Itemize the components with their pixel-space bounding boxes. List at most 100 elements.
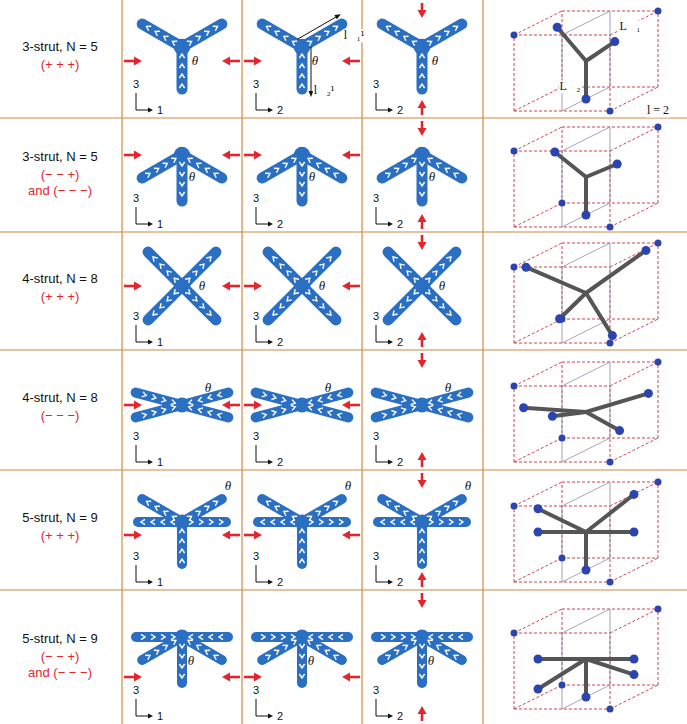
polarization-arrow: [214, 655, 219, 660]
polarization-arrow: [419, 74, 424, 78]
load-arrow: [244, 534, 255, 537]
node-dot: [534, 685, 543, 694]
node-dot: [608, 331, 617, 340]
polarization-arrow: [432, 296, 437, 301]
polarization-arrow: [334, 655, 339, 660]
strut: [302, 155, 342, 178]
polarization-arrow: [339, 519, 343, 524]
strut-cell: [124, 499, 240, 585]
polarization-arrow: [198, 397, 203, 402]
arrow-head: [418, 332, 427, 340]
axis-arrow: [376, 110, 389, 111]
row-separator: [0, 117, 687, 118]
strut-cell: [124, 147, 240, 227]
strut-cell: [376, 121, 462, 229]
polarization-arrow: [275, 31, 280, 36]
cell-edge: [658, 482, 659, 558]
polarization-arrow: [382, 392, 387, 397]
polarization-arrow: [305, 289, 310, 294]
polarization-arrow: [458, 413, 463, 418]
angle-label: θ: [428, 654, 434, 668]
cell-edge: [514, 267, 515, 343]
strut-3d: [586, 164, 617, 177]
axis-arrow: [256, 342, 269, 343]
load-arrow: [229, 404, 240, 407]
polarization-arrow: [271, 519, 275, 524]
load-arrow: [421, 353, 424, 361]
row-separator: [0, 469, 687, 470]
strut: [136, 405, 182, 417]
axis-arrow: [376, 582, 389, 583]
polarization-arrow: [401, 634, 405, 639]
axis-label: 2: [277, 576, 283, 588]
polarization-arrow: [428, 640, 433, 645]
polarization-arrow: [401, 397, 406, 402]
angle-label: θ: [189, 170, 195, 184]
node-dot: [511, 32, 518, 39]
arrow-head: [222, 673, 230, 682]
polarization-arrow: [153, 310, 158, 315]
arrow-head: [418, 242, 427, 250]
polarization-arrow: [307, 41, 312, 46]
arrow-head: [148, 340, 153, 345]
polarization-arrow: [317, 645, 322, 650]
polarization-arrow: [171, 640, 176, 645]
polarization-arrow: [419, 192, 424, 196]
node-dot: [511, 630, 518, 637]
strut: [376, 393, 422, 405]
node-dot: [607, 459, 614, 466]
node-dot: [582, 566, 591, 575]
polarization-arrow: [172, 41, 177, 46]
polarization-arrow: [154, 168, 159, 173]
polarization-arrow: [179, 172, 184, 176]
polarization-arrow: [185, 278, 190, 283]
polarization-arrow: [213, 501, 218, 506]
polarization-arrow: [274, 650, 279, 655]
polarization-arrow: [299, 674, 304, 678]
strut-junction: [414, 147, 431, 164]
polarization-arrow: [338, 392, 343, 397]
arrow-head: [418, 360, 427, 368]
polarization-arrow: [206, 310, 211, 315]
unit-cell-3d: [511, 606, 662, 713]
load-arrow: [229, 60, 240, 63]
cell-edge: [610, 609, 658, 633]
angle-label: θ: [312, 54, 318, 68]
load-arrow: [229, 676, 240, 679]
strut-cell: [376, 353, 469, 467]
angle-label: θ: [345, 479, 351, 493]
load-arrow: [421, 107, 424, 115]
polarization-arrow: [262, 392, 267, 397]
node-dot: [559, 316, 566, 323]
axis-line: [256, 565, 257, 582]
polarization-arrow: [185, 289, 190, 294]
arrow-head: [268, 460, 273, 465]
polarization-arrow: [167, 296, 172, 301]
mode-signs: (− − +): [41, 650, 80, 664]
load-arrow: [349, 404, 360, 407]
node-dot: [630, 528, 639, 537]
polarization-arrow: [446, 257, 451, 262]
column-separator: [121, 0, 122, 724]
polarization-arrow: [454, 655, 459, 660]
polarization-arrow: [444, 506, 449, 511]
polarization-arrow: [283, 163, 288, 168]
arrow-head: [388, 580, 393, 585]
axis-label: 3: [253, 192, 259, 204]
axis-label: 3: [133, 192, 139, 204]
cell-edge: [610, 558, 658, 582]
node-dot: [630, 670, 639, 679]
strut-3d: [538, 659, 586, 689]
polarization-arrow: [271, 411, 276, 416]
node-dot: [582, 95, 591, 104]
cell-edge: [514, 243, 562, 267]
arrow-head: [342, 282, 350, 291]
polarization-arrow: [145, 173, 150, 178]
angle-label: θ: [309, 170, 315, 184]
axis-label: 2: [277, 218, 283, 230]
axis-label: 3: [253, 430, 259, 442]
axis-label: 3: [133, 78, 139, 90]
strut: [142, 637, 182, 660]
cell-edge: [610, 362, 658, 386]
arrow-head: [134, 57, 142, 66]
